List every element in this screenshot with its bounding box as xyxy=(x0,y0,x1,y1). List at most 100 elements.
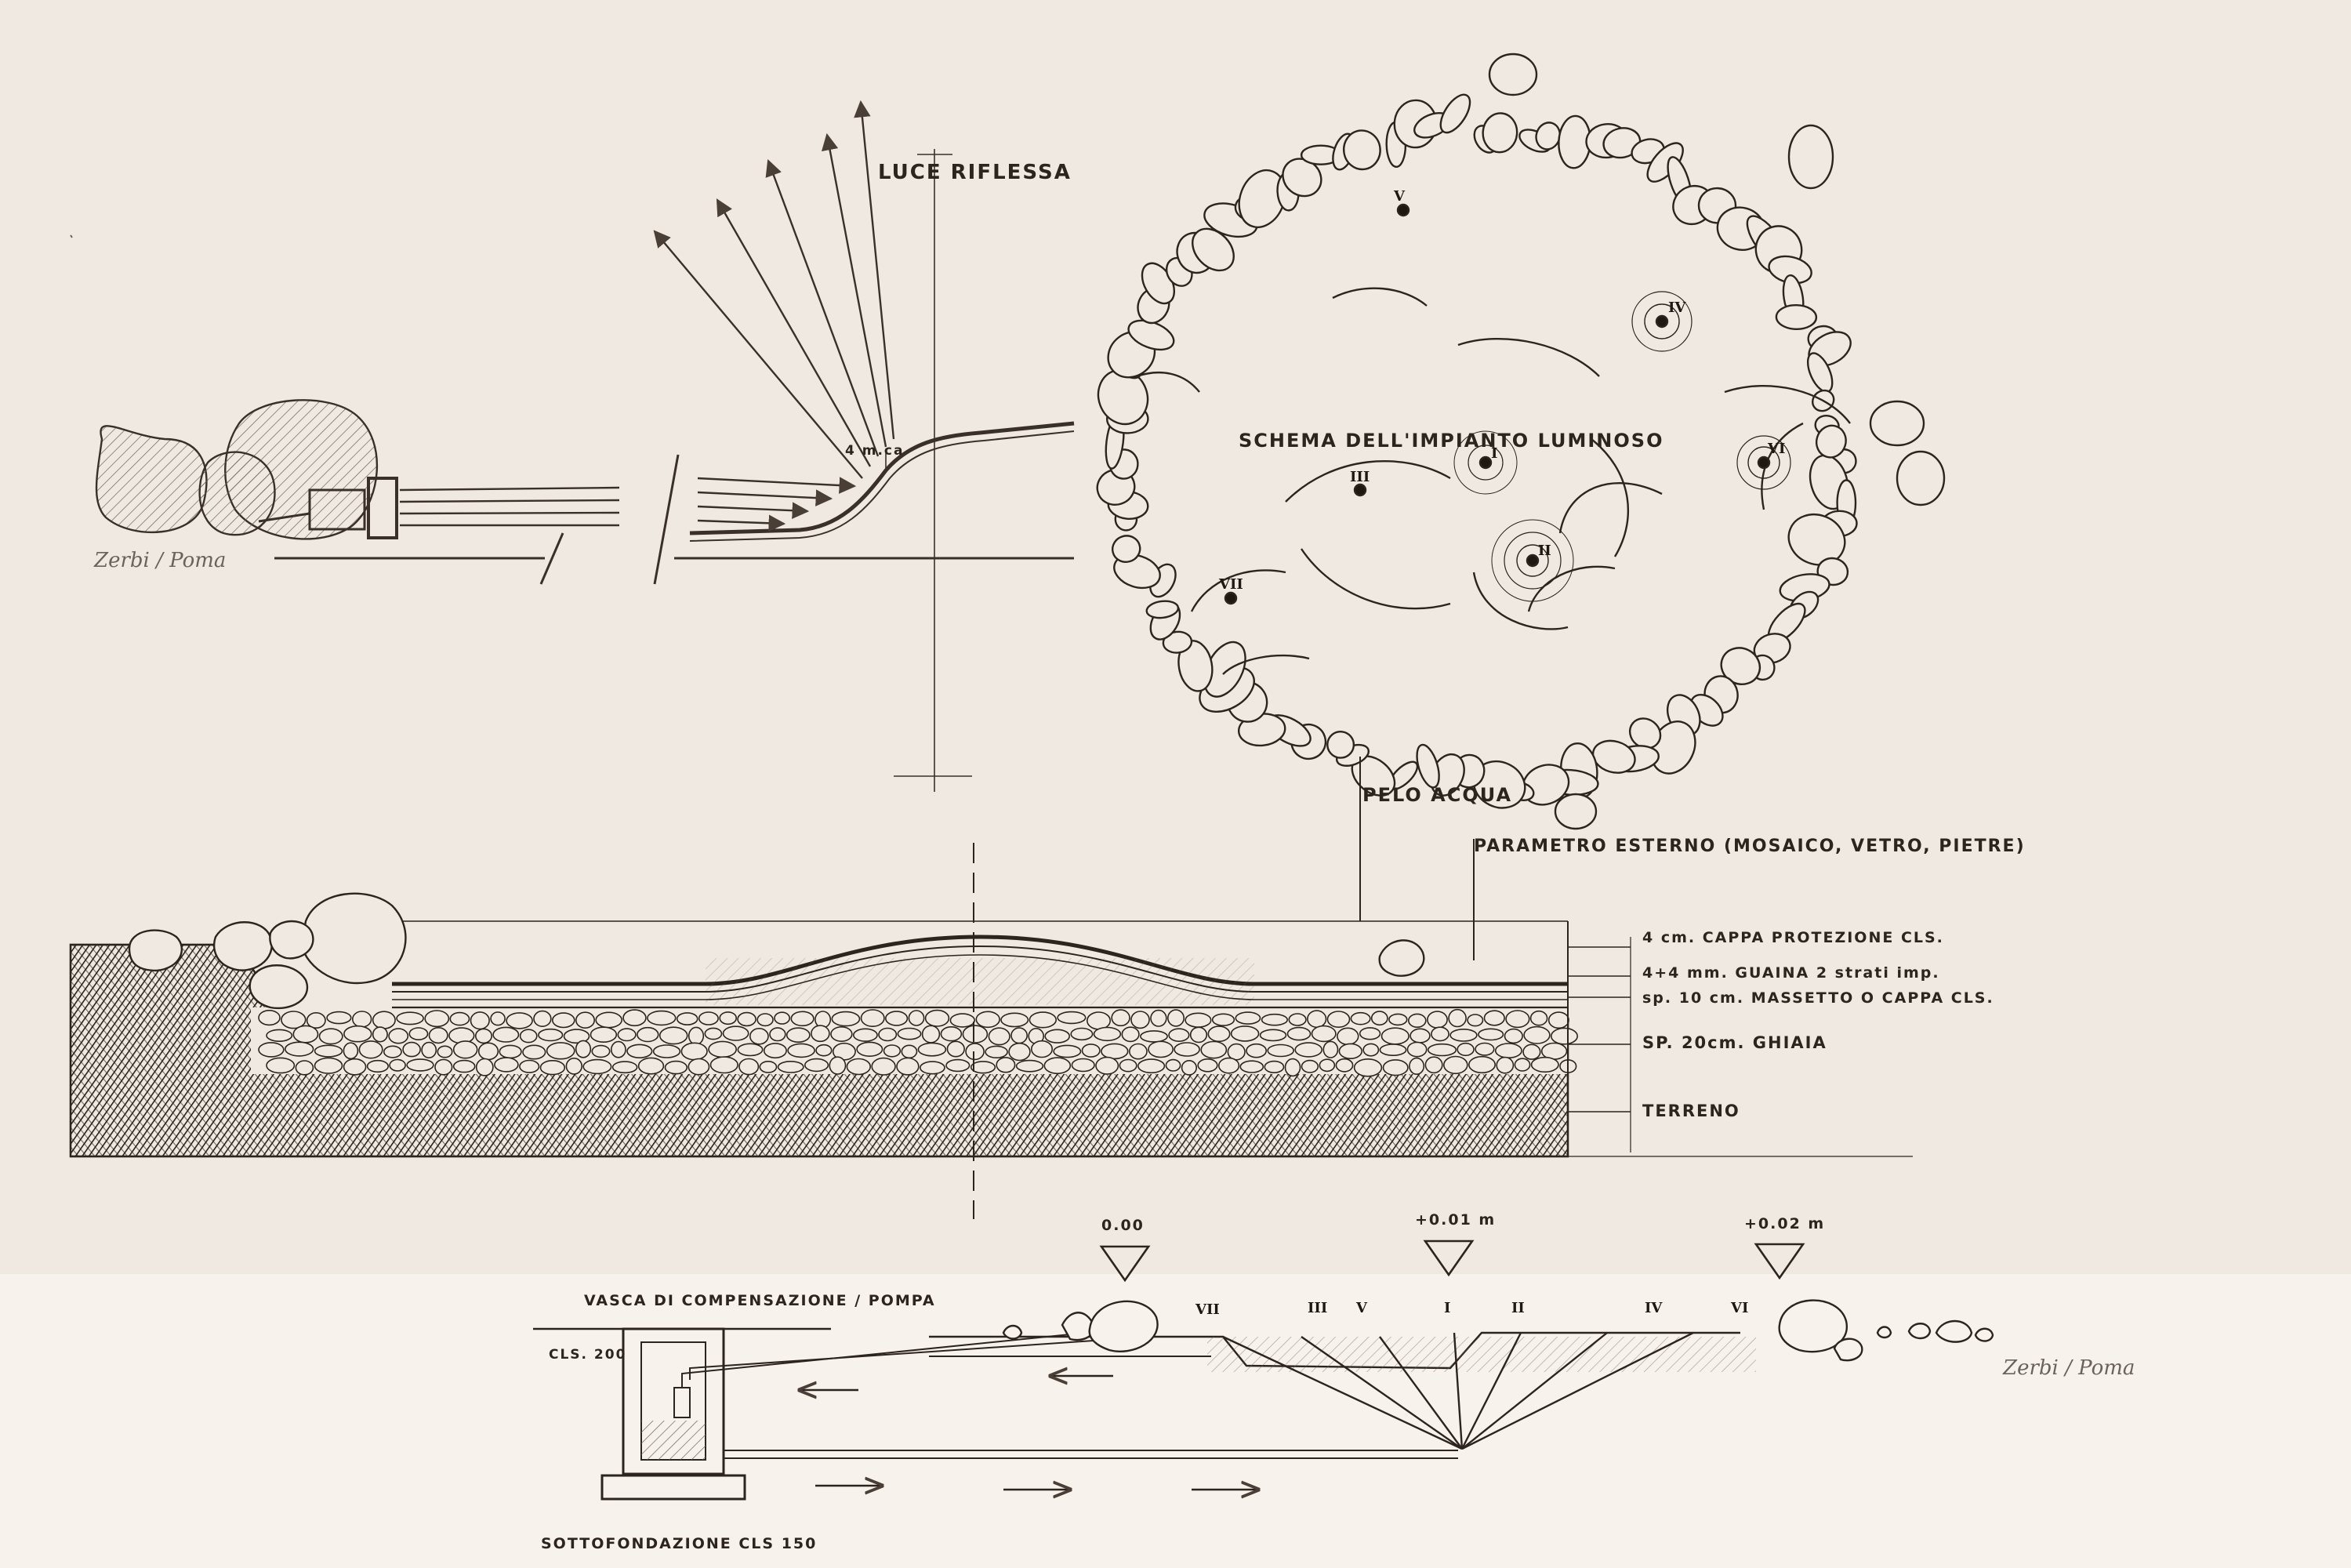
gravel-stone xyxy=(538,1028,564,1042)
section-numeral-i: I xyxy=(1444,1300,1451,1316)
gravel-stone xyxy=(1053,1044,1082,1058)
gravel-stone xyxy=(1165,1058,1181,1072)
gravel-stone xyxy=(704,1027,723,1040)
section-numeral-vii: VII xyxy=(1195,1301,1220,1318)
gravel-stone xyxy=(1410,1028,1431,1044)
gravel-stone xyxy=(591,1044,611,1058)
gravel-stone xyxy=(622,1009,647,1027)
ring-stone xyxy=(1113,554,1161,590)
gravel-stone xyxy=(452,1040,478,1059)
ring-stone xyxy=(1591,739,1636,774)
construction-section xyxy=(69,843,1913,1219)
label-level-0: 0.00 xyxy=(1101,1217,1145,1234)
gravel-stone xyxy=(1217,1057,1240,1074)
gravel-stone xyxy=(1235,1011,1261,1025)
gravel-stone xyxy=(856,1041,883,1058)
label-schema-title: SCHEMA DELL'IMPIANTO LUMINOSO xyxy=(1239,430,1664,452)
signature-bottom: Zerbi / Poma xyxy=(2003,1356,2135,1380)
gravel-stone xyxy=(1468,1055,1497,1074)
gravel-stone xyxy=(519,1029,538,1044)
gravel-stone xyxy=(1261,1013,1288,1026)
gravel-stone xyxy=(1496,1056,1515,1074)
ring-stone xyxy=(1628,717,1662,750)
gravel-stone xyxy=(688,1026,705,1046)
gravel-stone xyxy=(1286,1026,1312,1041)
gravel-stone xyxy=(763,1043,787,1059)
gravel-stone xyxy=(637,1026,659,1043)
gravel-stone xyxy=(1467,1014,1484,1027)
gravel-stone xyxy=(1259,1029,1287,1042)
gravel-stone xyxy=(647,1010,677,1026)
gravel-stone xyxy=(1288,1013,1307,1026)
gravel-stone xyxy=(1424,1056,1443,1074)
gravel-stone xyxy=(437,1045,453,1058)
lamp-label-v: V xyxy=(1394,188,1405,205)
gravel-stone xyxy=(522,1044,546,1060)
gravel-stone xyxy=(1443,1055,1468,1075)
gravel-stone xyxy=(860,1009,885,1028)
gravel-stone xyxy=(1311,1025,1337,1043)
gravel-stone xyxy=(452,1059,476,1073)
gravel-stone xyxy=(1505,1010,1530,1029)
gravel-stone xyxy=(449,1011,470,1026)
ring-stone xyxy=(1326,730,1355,759)
gravel-stone xyxy=(343,1058,367,1076)
gravel-stone xyxy=(1427,1011,1448,1029)
gravel-stone xyxy=(1119,1058,1137,1073)
gravel-stone xyxy=(396,1011,424,1025)
ring-stone xyxy=(1869,400,1925,447)
gravel-stone xyxy=(1130,1011,1150,1029)
gravel-stone xyxy=(871,1057,896,1076)
gravel-stone xyxy=(1246,1043,1268,1058)
gravel-stone xyxy=(1168,1028,1190,1042)
gravel-stone xyxy=(1070,1027,1094,1041)
gravel-stone xyxy=(1264,1060,1285,1073)
ring-stone xyxy=(1787,514,1846,566)
gravel-stone xyxy=(1010,1027,1029,1044)
ring-stone xyxy=(1192,227,1235,272)
gravel-stone xyxy=(790,1011,815,1027)
gravel-stone xyxy=(829,1056,847,1075)
gravel-stone xyxy=(314,1057,343,1074)
gravel-stone xyxy=(1551,1027,1579,1045)
ring-stone xyxy=(1815,424,1847,459)
gravel-stone xyxy=(1547,1011,1569,1029)
gravel-stone xyxy=(1008,1042,1031,1062)
gravel-stone xyxy=(499,1044,522,1059)
gravel-stone xyxy=(595,1011,623,1029)
label-layer-guaina: 4+4 mm. GUAINA 2 strati imp. xyxy=(1642,964,1940,982)
gravel-stone xyxy=(1284,1058,1301,1077)
lamp-label-vii: VII xyxy=(1219,576,1243,593)
gravel-stone xyxy=(652,1044,681,1058)
gravel-stone xyxy=(611,1040,626,1058)
gravel-stone xyxy=(1307,1010,1327,1029)
ring-stone xyxy=(1554,793,1598,830)
gravel-stone xyxy=(1167,1009,1185,1027)
gravel-stone xyxy=(402,1041,421,1058)
gravel-stone xyxy=(676,1012,698,1025)
gravel-stone xyxy=(1514,1058,1531,1072)
gravel-stone xyxy=(811,1025,830,1043)
gravel-stone xyxy=(1529,1010,1548,1026)
gravel-stone xyxy=(756,1013,774,1027)
gravel-stone xyxy=(921,1025,941,1044)
gravel-stone xyxy=(352,1011,372,1028)
gravel-stone xyxy=(985,1045,1008,1059)
label-layer-terreno: TERRENO xyxy=(1642,1102,1740,1120)
gravel-stone xyxy=(1185,1012,1212,1028)
gravel-stone xyxy=(1200,1040,1228,1059)
ring-stone xyxy=(1439,93,1471,134)
gravel-stone xyxy=(1111,1009,1130,1027)
section-numeral-vi: VI xyxy=(1731,1300,1749,1316)
gravel-stone xyxy=(975,1011,1000,1029)
gravel-stone xyxy=(565,1058,582,1075)
gravel-stone xyxy=(1475,1042,1495,1056)
gravel-stone xyxy=(719,1011,738,1025)
lamp-label-iv: IV xyxy=(1668,299,1686,316)
gravel-stone xyxy=(737,1043,764,1057)
gravel-stone xyxy=(1530,1056,1559,1073)
gravel-stone xyxy=(774,1011,791,1025)
label-cls200: CLS. 200 xyxy=(549,1347,627,1363)
gravel-stone xyxy=(575,1011,595,1029)
